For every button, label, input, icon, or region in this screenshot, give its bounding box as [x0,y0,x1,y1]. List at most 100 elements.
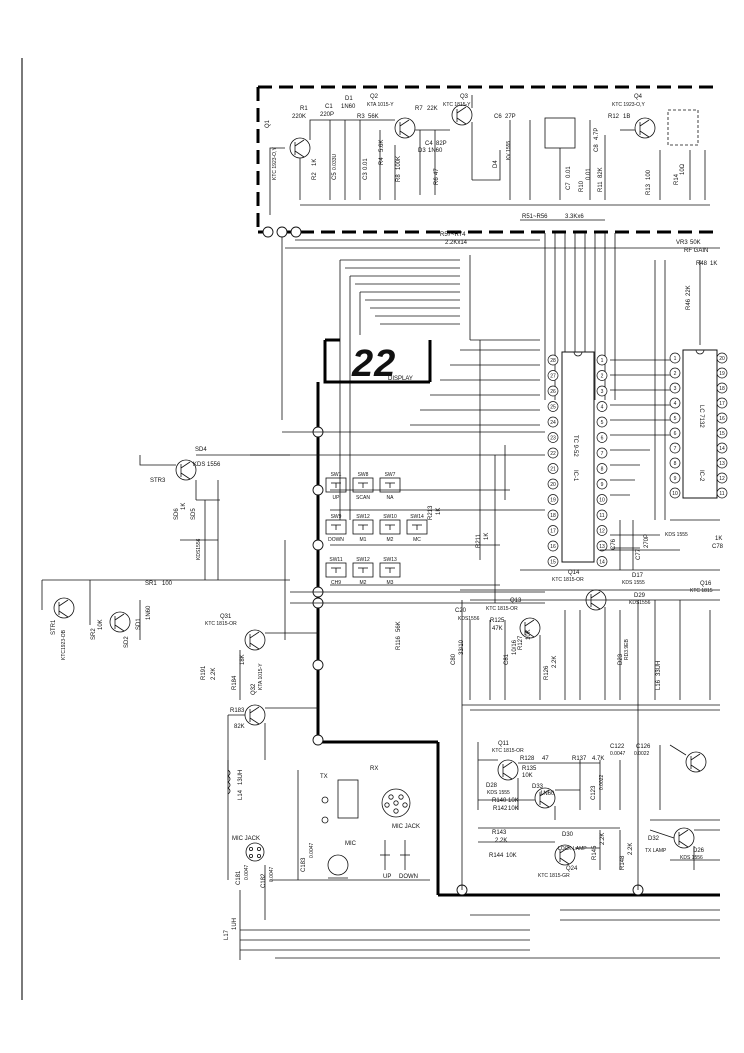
ic1-right-pin-number: 4 [601,405,604,411]
ic1-left-pin: 25 [547,401,559,412]
ic1-left-pin: 26 [547,385,559,397]
c3-val: 0.01 [363,158,369,170]
l16-val: 33UH [656,661,662,676]
ic1-left-pin-number: 20 [550,482,556,488]
ic1-left-pin: 28 [547,354,559,366]
r127-val: 10K [526,629,532,640]
ic2-right-pin-number: 13 [719,461,725,467]
c6-val: 27P [505,114,516,120]
r48-ref: R48 [696,261,708,267]
r7-val: 22K [427,106,438,112]
r184-val: 18K [240,654,246,665]
ic1-right-pin: 5 [596,416,608,428]
d17-val: KDS 1555 [622,580,645,586]
q13-transistor [519,617,541,639]
r144-ref: R144 [489,853,504,859]
r10-val: 0.01 [586,168,592,180]
ic1-right-pin: 13 [596,540,608,552]
q2-type: KTA 1015-Y [367,102,394,108]
ic2-right-pin-number: 16 [719,416,725,422]
r4-val: 5.6K [379,140,385,152]
r46-ref: R46 [686,298,692,310]
ic2-left-pin: 2 [669,367,681,379]
q13-ref: Q13 [510,598,522,604]
q16-type: KTC 1815 [690,588,713,594]
q32-type: KTA 1015-Y [258,663,264,690]
d28-val: KDS 1555 [487,790,510,796]
ic1-left-pin-number: 18 [550,513,556,519]
ic1-right-pin-number: 5 [601,420,604,426]
c5-val: 0.033U [332,153,338,170]
c7-val: 0.01 [566,166,572,178]
q11-ref: Q11 [498,741,510,747]
mic-rx: RX [370,766,378,772]
d30-val: LOCK LAMP [558,846,587,852]
ic2-left-pin: 1 [669,352,681,364]
r184-ref: R184 [232,675,238,690]
switch-id: SW7 [385,472,396,478]
switch-id: SW12 [356,557,370,563]
ic2-right-pin-number: 20 [719,356,725,362]
switch-label: M2 [387,537,394,543]
d29-val: KDS1556 [629,600,651,606]
r142-ref: R142 [493,806,508,812]
tx-wiring [460,519,720,890]
str1-transistor [53,597,75,619]
r116-ref: R116 [396,635,402,650]
r8-ref: R8 [396,174,402,182]
c4-ref: C4 [425,141,433,147]
c1-ref: C1 [325,104,333,110]
q4-ref: Q4 [634,94,643,100]
ic1-right-pin-number: 11 [599,513,604,519]
ic2-part: LC 7132 [698,405,704,428]
d1-val: 1N60 [341,104,356,110]
ic2-left-pin-number: 4 [674,401,677,407]
ic1-left-pin-number: 27 [550,374,556,380]
r6-ref: R6 [434,177,440,185]
ic2-chip: IC-2 LC 7132 [682,349,718,499]
q31-ref: Q31 [220,614,232,620]
c126-val: 0.0022 [634,751,650,757]
switch-label: UP [333,495,341,501]
d33-ref: D33 [532,784,544,790]
r137-ref: R137 [572,756,587,762]
display-label: DISPLAY [388,376,413,382]
ic2-right-pin: 15 [716,427,728,439]
ic1-left-pin: 23 [547,432,559,443]
ic1-left-pin: 19 [547,494,559,505]
switch-id: SW1 [331,472,342,478]
ic2-right-pin: 18 [716,382,728,394]
q14-type: KTC 1815-OR [552,577,584,583]
ic1-right-pin: 2 [596,370,608,381]
ic2-left-pin-number: 7 [674,446,677,452]
ic2-left-pin-number: 10 [672,491,678,497]
switch-id: SW14 [410,514,424,520]
c122-val: 0.0047 [610,751,626,757]
r143-ref: R143 [492,830,507,836]
ic2-left-pin: 6 [669,427,681,439]
switch-matrix-wiring [250,340,545,604]
ic1-left-pin-number: 23 [550,436,556,442]
d32-val: TX LAMP [645,848,667,854]
q14-ref: Q14 [568,570,580,576]
switch-label: M3 [387,580,394,586]
r148-ref: R148 [620,855,626,870]
str1-type: KTC1923-OB [61,629,67,660]
ic1-left-pin-number: 28 [550,358,556,364]
ic2-left-pin-number: 8 [674,461,677,467]
q31-transistor [244,629,266,651]
l14-val: 13UH [238,770,244,785]
r51-val: 3.3Kx6 [565,214,584,220]
sd2-ref: SD2 [124,636,130,648]
ic1-right-pin-number: 9 [601,482,604,488]
str3-transistor [175,459,197,481]
r116-val: 56K [396,621,402,632]
sd5-ref: SD5 [191,508,197,520]
q31-type: KTC 1815-OR [205,621,237,627]
ic2-left-pin: 9 [669,472,681,484]
switch-label: CH9 [331,580,341,586]
